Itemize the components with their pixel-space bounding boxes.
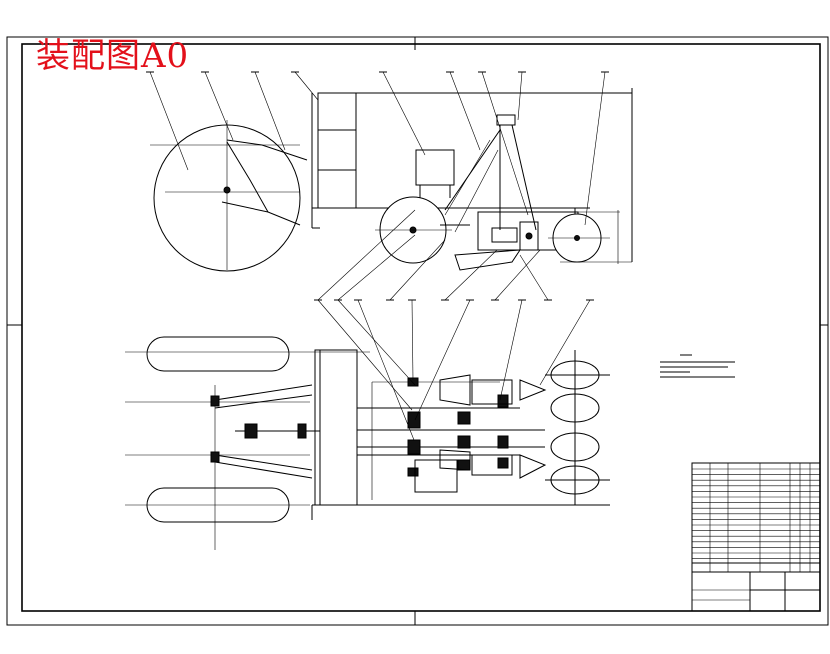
page-title: 装配图A0	[36, 36, 190, 76]
press-wheels-top	[519, 350, 610, 505]
middle-wheel-side	[375, 196, 452, 264]
top-view	[125, 209, 610, 550]
sheet-border	[6, 36, 829, 626]
leader-lines-top	[317, 209, 591, 441]
track-upper	[146, 336, 290, 372]
frame-side	[311, 88, 633, 262]
technical-notes	[660, 354, 735, 378]
leader-lines-side	[149, 71, 606, 301]
mast-side	[440, 114, 579, 271]
title-block	[691, 462, 821, 612]
large-wheel-side	[150, 120, 308, 272]
seed-box	[414, 459, 458, 493]
side-view	[146, 71, 633, 301]
small-wheel-side	[548, 208, 632, 264]
gear-sprockets	[407, 377, 509, 477]
hopper-top	[314, 349, 358, 506]
